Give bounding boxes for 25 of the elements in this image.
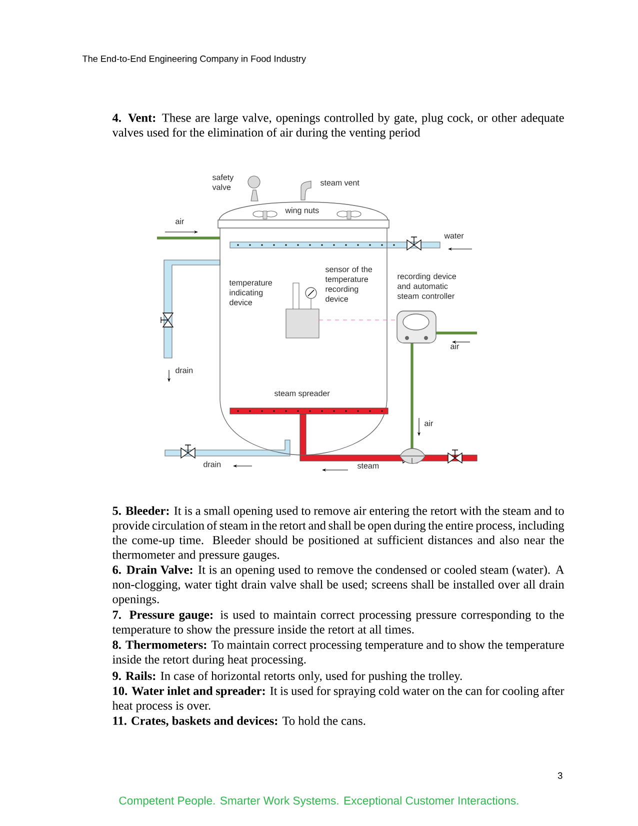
- paragraph: 6. Drain Valve: It is an opening used to remove the condensed or cooled steam (water). A non-clogging, water tight drain valve shall be used; screens shall be installed over all drain openings.: [112, 565, 564, 606]
- diagram-label: air: [450, 343, 460, 350]
- paragraph: 7. Pressure gauge: is used to maintain correct processing pressure corresponding to the temperature to show the pressure inside the retort at all times.: [112, 610, 564, 636]
- paragraph: 8. Thermometers: To maintain correct processing temperature and to show the temperature inside the retort during heat processing.: [112, 640, 564, 666]
- diagram-label: water: [444, 233, 464, 239]
- diagram-label: drain: [204, 461, 221, 468]
- footer-slogan: Competent People. Smarter Work Systems. Exceptional Customer Interactions.: [119, 796, 518, 807]
- diagram-label: air: [424, 420, 434, 426]
- diagram-label: sensor of the temperature recording device: [325, 266, 372, 302]
- tagline: The End-to-End Engineering Company in Food Industry: [82, 55, 306, 64]
- diagram-label: steam: [358, 463, 379, 469]
- diagram-label: temperature indicating device: [229, 280, 272, 306]
- diagram-label: recording device and automatic steam controller: [398, 273, 456, 299]
- paragraph: 11. Crates, baskets and devices: To hold the cans.: [113, 716, 366, 727]
- diagram-label: drain: [176, 367, 193, 374]
- diagram-label: wing nuts: [285, 207, 319, 215]
- diagram-label: air: [176, 218, 184, 224]
- paragraph: 9. Rails: In case of horizontal retorts only, used for pushing the trolley.: [112, 671, 462, 683]
- paragraph: 5. Bleeder: It is a small opening used to remove air entering the retort with the steam and to provide circulation of steam in the retort and shall be open during the entire process, including the come-up time. Bleeder should be positioned at sufficient distances and also near the thermometer and pressure gauges.: [112, 506, 564, 562]
- paragraph: 10. Water inlet and spreader: It is used for spraying cold water on the can for cooling after heat process is over.: [112, 686, 564, 712]
- diagram-label: safety valve: [212, 174, 234, 190]
- page-number: 3: [558, 772, 562, 779]
- diagram-label: steam spreader: [274, 390, 330, 398]
- paragraph: 4. Vent: These are large valve, openings controlled by gate, plug cock, or other adequate valves used for the elimination of air during the venting period: [112, 113, 564, 140]
- diagram-label: steam vent: [320, 180, 360, 186]
